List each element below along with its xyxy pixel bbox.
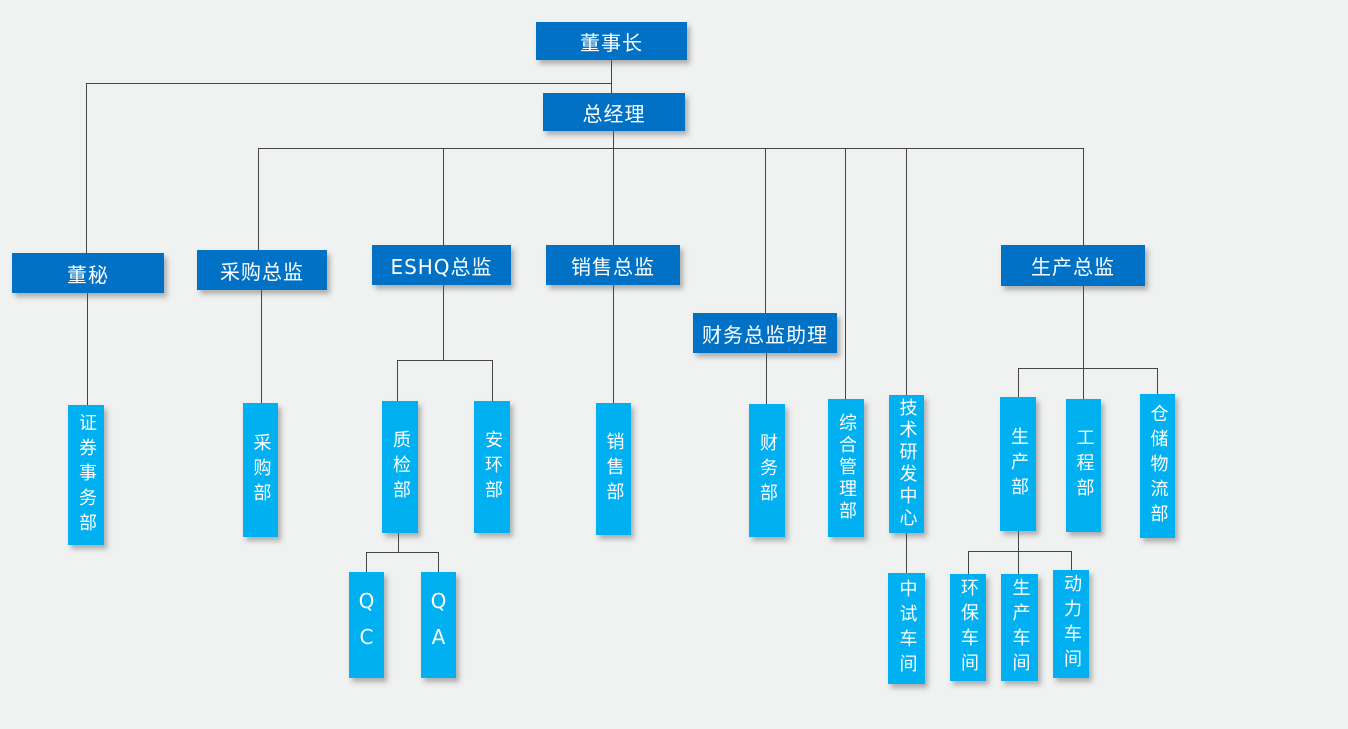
org-node-pilot-workshop: 中试车间 [888, 573, 925, 684]
org-node-label: 销售部 [603, 431, 625, 507]
org-node-label: 财务总监助理 [702, 322, 828, 347]
org-node-finance-dept: 财务部 [749, 404, 785, 537]
org-node-safety-environment-dept: 安环部 [474, 401, 510, 533]
connector-line [366, 552, 438, 554]
org-node-label: 销售总监 [571, 254, 655, 279]
connector-line [1018, 368, 1020, 397]
org-node-label: QC [354, 589, 379, 661]
connector-line [906, 148, 908, 395]
org-node-label: 董秘 [67, 262, 109, 287]
connector-line [1018, 531, 1020, 551]
org-node-label: 质检部 [390, 429, 411, 505]
org-node-procurement-dept: 采购部 [243, 403, 278, 537]
connector-line [261, 290, 263, 403]
org-node-engineering-dept: 工程部 [1066, 399, 1101, 532]
org-node-label: 安环部 [482, 429, 503, 505]
org-node-label: 中试车间 [896, 578, 918, 679]
connector-line [86, 83, 88, 253]
connector-line [1083, 148, 1085, 245]
connector-line [968, 551, 970, 574]
org-node-production-dept: 生产部 [1000, 397, 1036, 531]
connector-line [398, 533, 400, 552]
org-node-label: 技术研发中心 [896, 398, 918, 530]
org-node-production-director: 生产总监 [1001, 245, 1145, 286]
connector-line [1157, 368, 1159, 394]
connector-line [1083, 286, 1085, 368]
org-node-label: 动力车间 [1061, 574, 1082, 674]
org-node-general-manager: 总经理 [543, 93, 685, 131]
org-node-qc: QC [349, 572, 384, 678]
connector-line [86, 83, 612, 85]
connector-line [443, 148, 445, 245]
org-node-production-workshop: 生产车间 [1001, 574, 1038, 681]
org-node-label: 仓储物流部 [1147, 403, 1169, 529]
connector-line [906, 533, 908, 573]
org-node-label: 工程部 [1073, 428, 1095, 503]
org-node-finance-director-assistant: 财务总监助理 [693, 313, 837, 353]
org-node-power-workshop: 动力车间 [1053, 570, 1089, 678]
org-node-label: 采购总监 [220, 259, 304, 284]
org-node-procurement-director: 采购总监 [197, 250, 327, 290]
org-node-label: 综合管理部 [836, 413, 857, 523]
org-node-securities-affairs-dept: 证券事务部 [68, 405, 104, 545]
connector-line [443, 285, 445, 360]
org-node-warehouse-logistics-dept: 仓储物流部 [1140, 394, 1175, 538]
connector-line [766, 353, 768, 404]
org-node-label: QA [426, 589, 451, 661]
connector-line [1071, 551, 1073, 570]
org-node-chairman: 董事长 [536, 22, 687, 60]
connector-line [87, 293, 89, 405]
org-node-label: 董事长 [580, 30, 643, 55]
org-node-sales-director: 销售总监 [546, 245, 680, 285]
org-node-label: 证券事务部 [76, 412, 97, 538]
org-node-environmental-protection-workshop: 环保车间 [950, 574, 986, 681]
connector-line [968, 551, 1071, 553]
org-node-label: 生产总监 [1031, 255, 1115, 279]
org-node-label: ESHQ总监 [390, 254, 493, 279]
org-node-label: 生产车间 [1009, 577, 1031, 678]
connector-line [613, 148, 615, 245]
connector-line [366, 552, 368, 572]
connector-line [1018, 551, 1020, 574]
connector-line [258, 148, 260, 250]
org-node-label: 采购部 [250, 432, 272, 508]
connector-line [1083, 368, 1085, 399]
connector-line [397, 360, 399, 401]
connector-line [611, 60, 613, 93]
connector-line [492, 360, 494, 401]
connector-line [397, 360, 492, 362]
org-node-sales-dept: 销售部 [596, 403, 631, 535]
connector-line [613, 285, 615, 403]
connector-line [765, 148, 767, 313]
connector-line [845, 148, 847, 399]
org-node-quality-inspection-dept: 质检部 [382, 401, 418, 533]
org-node-label: 环保车间 [958, 577, 979, 678]
org-node-board-secretary: 董秘 [12, 253, 164, 293]
connector-line [613, 131, 615, 148]
connector-line [258, 148, 1083, 150]
org-node-tech-rd-center: 技术研发中心 [889, 395, 924, 533]
org-node-label: 总经理 [582, 101, 646, 126]
org-node-general-management-dept: 综合管理部 [828, 399, 864, 537]
org-node-label: 生产部 [1008, 426, 1029, 502]
connector-line [1018, 368, 1157, 370]
org-node-label: 财务部 [757, 433, 778, 508]
org-node-eshq-director: ESHQ总监 [372, 245, 511, 285]
org-node-qa: QA [421, 572, 456, 678]
connector-line [438, 552, 440, 572]
